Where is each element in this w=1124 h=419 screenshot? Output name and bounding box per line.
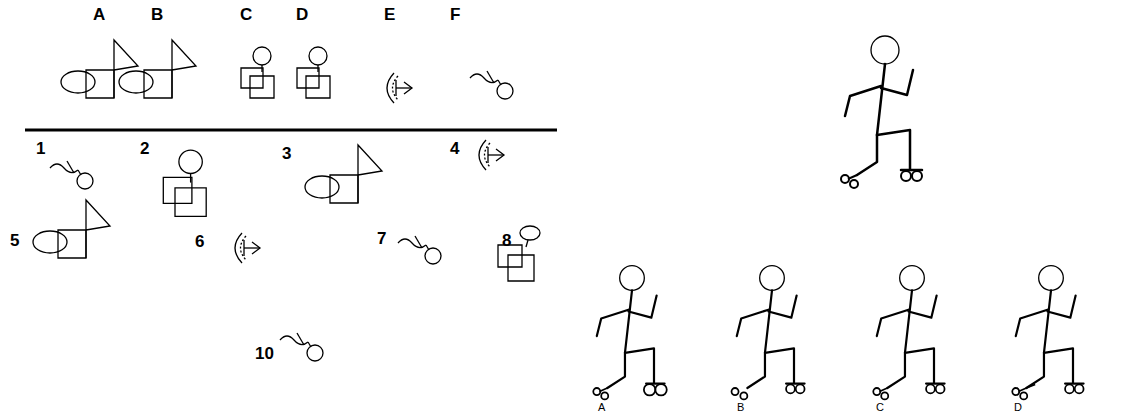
item-number: 1: [36, 140, 45, 157]
divider-line: [25, 129, 557, 132]
skater-option: [732, 266, 805, 400]
shape-a: [61, 40, 138, 98]
item-shape: [33, 200, 110, 258]
item-number: 5: [10, 232, 19, 249]
skater-option: [593, 266, 666, 400]
skater-figure: [841, 36, 922, 188]
option-letter: A: [93, 6, 105, 23]
figure-letter: D: [1014, 402, 1022, 413]
option-letter: C: [240, 6, 252, 23]
option-letter: D: [296, 6, 308, 23]
skater-option: [873, 266, 944, 400]
skater-option: [1012, 266, 1083, 400]
option-letter: F: [450, 6, 460, 23]
item-number: 3: [282, 145, 291, 162]
item-shape: [479, 140, 504, 170]
option-letter: E: [384, 6, 395, 23]
item-number: 6: [195, 233, 204, 250]
item-number: 4: [450, 140, 459, 157]
item-number: 2: [140, 140, 149, 157]
shape-c: [241, 47, 274, 98]
figure-letter: A: [598, 402, 605, 413]
item-shape: [235, 233, 260, 263]
figure-letter: C: [876, 402, 884, 413]
shape-f: [470, 71, 513, 99]
shape-d: [297, 47, 330, 98]
figure-letter: B: [737, 402, 744, 413]
item-shape: [498, 226, 540, 281]
item-number: 8: [502, 232, 511, 249]
shape-e: [387, 73, 412, 103]
item-number: 10: [255, 345, 274, 362]
shape-b: [119, 40, 196, 98]
item-shape: [50, 161, 93, 189]
option-letter: B: [151, 6, 163, 23]
item-shape: [163, 150, 206, 216]
item-number: 7: [377, 230, 386, 247]
item-shape: [305, 145, 382, 203]
item-shape: [280, 333, 323, 361]
item-shape: [398, 236, 441, 264]
